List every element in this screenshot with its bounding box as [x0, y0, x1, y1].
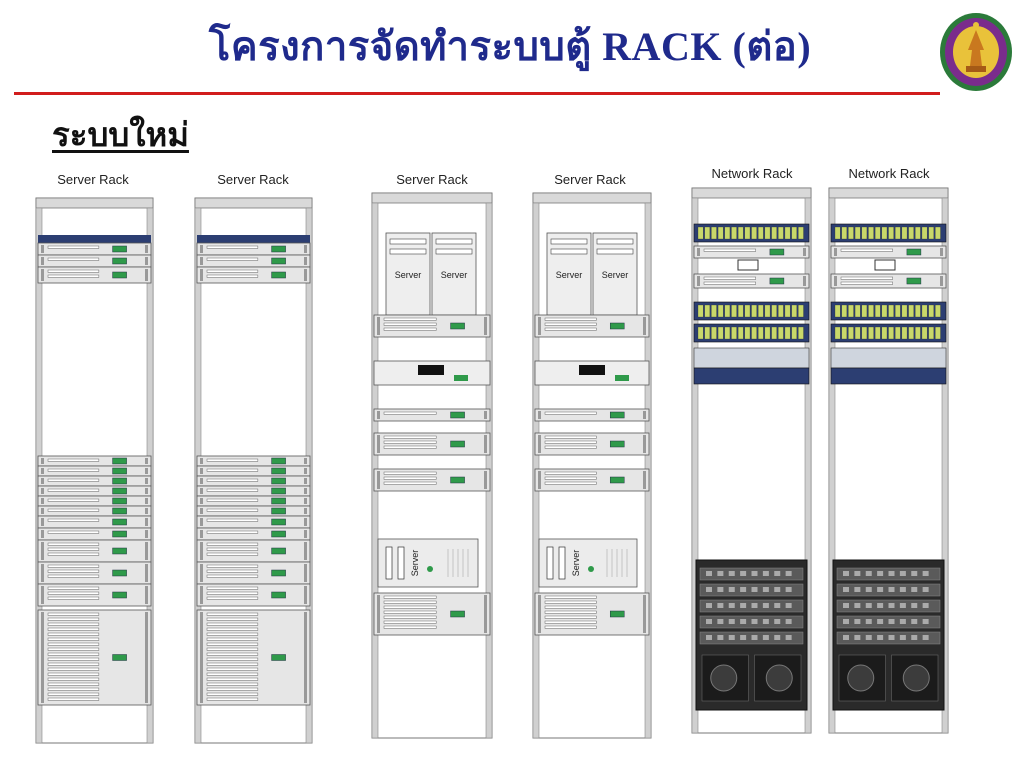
rack-server: [373, 592, 491, 636]
rack-switch: [38, 235, 151, 243]
network-core-chassis: [695, 559, 808, 711]
rack-label: Server Rack: [57, 172, 129, 187]
tower-server: Server: [385, 232, 431, 316]
network-switch: [830, 347, 947, 385]
rack-server: [534, 408, 650, 422]
title-divider: [14, 92, 940, 95]
rack-server: [37, 485, 152, 497]
patch-panel: [830, 301, 947, 321]
rack-server: [37, 455, 152, 467]
rack-server: [37, 505, 152, 517]
rack-server: [37, 561, 152, 585]
rack-1: [35, 197, 154, 744]
patch-panel: [693, 223, 810, 243]
rack-server: [37, 266, 152, 284]
patch-panel: [830, 323, 947, 343]
rack-server: [534, 592, 650, 636]
rack-5: [691, 187, 812, 734]
rack-server: [196, 242, 311, 256]
rack-server: [196, 539, 311, 563]
rack-server: [37, 583, 152, 607]
tower-server-label: Server: [602, 270, 629, 280]
rack-label: Server Rack: [396, 172, 468, 187]
rack-server: [37, 465, 152, 477]
rack-server: [196, 515, 311, 529]
section-subtitle: ระบบใหม่: [52, 118, 189, 154]
tower-server-label: Server: [556, 270, 583, 280]
rack-server: [37, 495, 152, 507]
rack-storage-unit: [196, 609, 311, 706]
rack-server: [196, 475, 311, 487]
rack-server: [693, 245, 810, 259]
rack-6: [828, 187, 949, 734]
rack-server: [196, 485, 311, 497]
rack-server: [830, 273, 947, 289]
rack-label: Network Rack: [848, 166, 930, 181]
rack-server: [196, 495, 311, 507]
rack-server: [830, 245, 947, 259]
tower-server-label: Server: [441, 270, 468, 280]
rack-label: Server Rack: [217, 172, 289, 187]
patch-panel: [693, 323, 810, 343]
rack-switch: [197, 235, 310, 243]
rack-server: [693, 273, 810, 289]
tower-server: Server: [546, 232, 592, 316]
rack-server: [37, 515, 152, 529]
rack-server: [373, 314, 491, 338]
rack-server: [196, 455, 311, 467]
patch-panel: [693, 301, 810, 321]
rack-server: [196, 561, 311, 585]
network-core-chassis: [832, 559, 945, 711]
tower-server-label: Server: [410, 550, 420, 577]
rack-server: [373, 468, 491, 492]
rack-server: [373, 360, 491, 386]
rack-2: [194, 197, 313, 744]
rack-server: [534, 468, 650, 492]
rack-label: Server Rack: [554, 172, 626, 187]
rack-server: [37, 475, 152, 487]
rack-label: Network Rack: [711, 166, 793, 181]
rack-server: [37, 242, 152, 256]
rack-server: [37, 527, 152, 541]
tower-server: Server: [431, 232, 477, 316]
tower-server: Server: [538, 538, 638, 588]
rack-server: [196, 527, 311, 541]
rack-server: [196, 465, 311, 477]
university-seal-logo: [940, 13, 1012, 91]
rack-server: [373, 432, 491, 456]
tower-server: Server: [592, 232, 638, 316]
rack-storage-unit: [37, 609, 152, 706]
page-title: โครงการจัดทำระบบตู้ RACK (ต่อ): [208, 24, 812, 69]
rack-server: [534, 360, 650, 386]
tower-server-label: Server: [571, 550, 581, 577]
tower-server: Server: [377, 538, 479, 588]
rack-server: [37, 254, 152, 268]
rack-server: [196, 254, 311, 268]
rack-server: [37, 539, 152, 563]
rack-server: [196, 266, 311, 284]
rack-server: [534, 432, 650, 456]
rack-server: [196, 505, 311, 517]
tower-server-label: Server: [395, 270, 422, 280]
rack-server: [196, 583, 311, 607]
rack-server: [534, 314, 650, 338]
network-switch: [693, 347, 810, 385]
patch-panel: [830, 223, 947, 243]
rack-server: [373, 408, 491, 422]
